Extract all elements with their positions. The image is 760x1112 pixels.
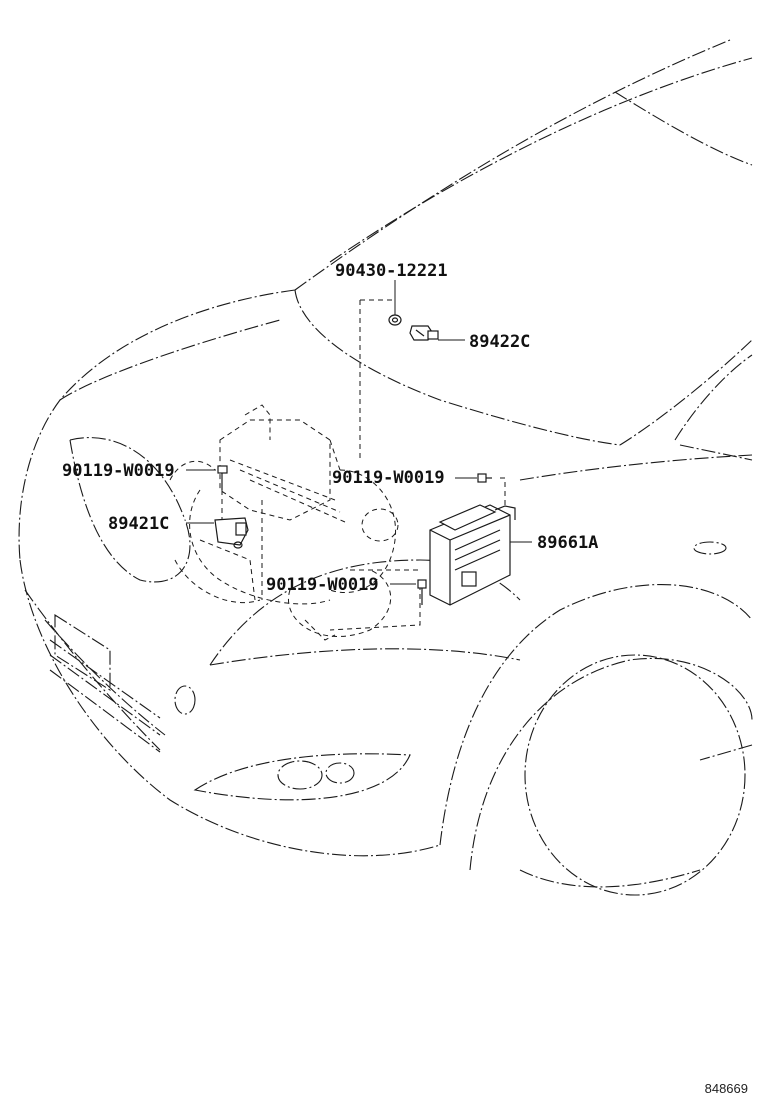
car-body-outline: [18, 39, 753, 896]
part-label-90430-12221[interactable]: 90430-12221: [335, 261, 448, 281]
gasket-90430-12221[interactable]: [388, 314, 402, 326]
sensor-89421c[interactable]: [214, 517, 249, 549]
bolt-90119-w0019-center[interactable]: [477, 473, 492, 483]
connection-lines: [221, 299, 506, 631]
leader-lines: [186, 280, 532, 585]
part-label-90119-w0019-left[interactable]: 90119-W0019: [62, 461, 175, 481]
bolt-90119-w0019-lower[interactable]: [417, 579, 427, 605]
engine-outline: [169, 404, 399, 641]
part-label-89661a[interactable]: 89661A: [537, 533, 598, 553]
sensor-89422c[interactable]: [409, 325, 439, 341]
bolt-90119-w0019-left[interactable]: [217, 465, 228, 490]
illustration-reference-number: 848669: [705, 1081, 748, 1096]
part-label-89421c[interactable]: 89421C: [108, 514, 169, 534]
ecu-89661a[interactable]: [429, 504, 516, 606]
part-labels: 90430-12221 89422C 90119-W0019 89421C 90…: [62, 261, 598, 595]
part-label-89422c[interactable]: 89422C: [469, 332, 530, 352]
part-label-90119-w0019-lower[interactable]: 90119-W0019: [266, 575, 379, 595]
part-label-90119-w0019-center[interactable]: 90119-W0019: [332, 468, 445, 488]
